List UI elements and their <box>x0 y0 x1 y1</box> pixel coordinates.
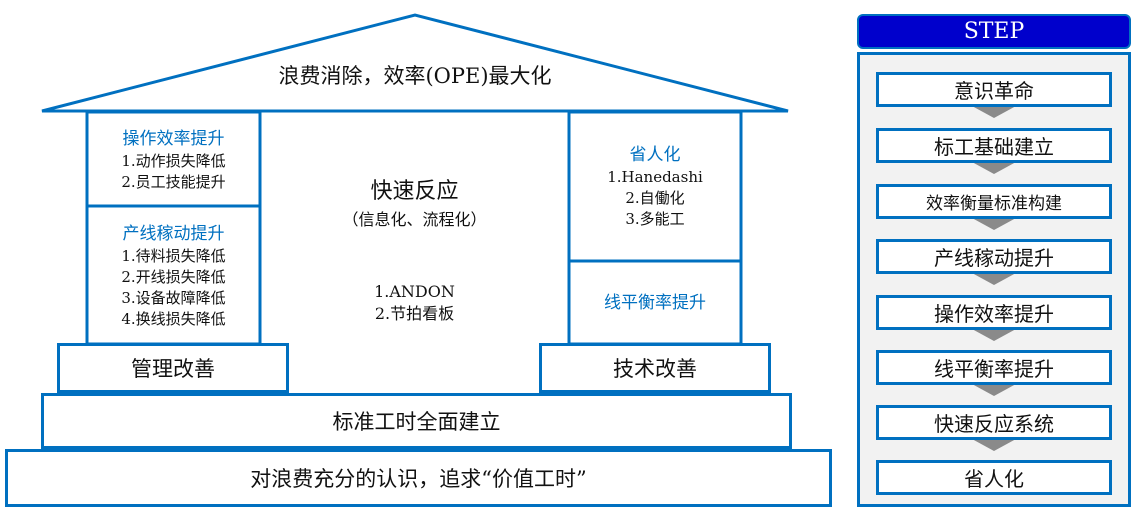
down-arrow-icon <box>972 273 1016 285</box>
right-pillar <box>567 110 743 346</box>
list-item: 1.ANDON <box>374 282 455 301</box>
list-item: 3.多能工 <box>625 210 685 228</box>
left-bottom-section: 产线稼动提升 1.待料损失降低 2.开线损失降低 3.设备故障降低 4.换线损失… <box>87 222 260 330</box>
foundation-layer: 对浪费充分的认识，追求“价值工时” <box>5 449 832 507</box>
left-bottom-title: 产线稼动提升 <box>122 224 225 244</box>
left-pillar <box>85 110 262 346</box>
right-top-section: 省人化 1.Hanedashi 2.自働化 3.多能工 <box>569 143 741 230</box>
step-item: 快速反应系统 <box>876 405 1112 440</box>
center-title: 快速反应 <box>370 179 459 204</box>
step-item: 操作效率提升 <box>876 295 1112 330</box>
step-item: 意识革命 <box>876 72 1112 107</box>
step-item: 省人化 <box>876 460 1112 495</box>
roof-title: 浪费消除，效率(OPE)最大化 <box>278 64 552 88</box>
house-frame <box>41 13 789 346</box>
list-item: 2.开线损失降低 <box>121 268 226 286</box>
down-arrow-icon <box>972 106 1016 118</box>
list-item: 1.待料损失降低 <box>121 247 226 265</box>
list-item: 1.Hanedashi <box>607 168 703 186</box>
list-item: 1.动作损失降低 <box>121 152 226 170</box>
list-item: 2.员工技能提升 <box>121 173 226 191</box>
right-bottom-section: 线平衡率提升 <box>569 291 741 315</box>
roof-shape <box>41 13 789 113</box>
technical-improvement: 技术改善 <box>539 343 771 393</box>
left-top-section: 操作效率提升 1.动作损失降低 2.员工技能提升 <box>87 127 260 193</box>
down-arrow-icon <box>972 439 1016 451</box>
step-item: 产线稼动提升 <box>876 239 1112 274</box>
step-item: 标工基础建立 <box>876 128 1112 163</box>
standard-time-layer: 标准工时全面建立 <box>41 393 792 449</box>
down-arrow-icon <box>972 162 1016 174</box>
step-header: STEP <box>857 14 1131 49</box>
list-item: 3.设备故障降低 <box>121 289 226 307</box>
management-improvement: 管理改善 <box>57 343 289 393</box>
list-item: 4.换线损失降低 <box>121 310 226 328</box>
down-arrow-icon <box>972 384 1016 396</box>
center-list: 1.ANDON 2.节拍看板 <box>262 281 567 325</box>
step-item: 线平衡率提升 <box>876 350 1112 385</box>
down-arrow-icon <box>972 218 1016 230</box>
left-top-title: 操作效率提升 <box>122 129 225 149</box>
list-item: 2.节拍看板 <box>374 304 455 323</box>
step-item: 效率衡量标准构建 <box>876 184 1112 219</box>
center-subtitle: （信息化、流程化） <box>342 210 487 229</box>
down-arrow-icon <box>972 329 1016 341</box>
list-item: 2.自働化 <box>625 189 685 207</box>
right-top-title: 省人化 <box>629 145 681 165</box>
right-bottom-title: 线平衡率提升 <box>604 293 706 313</box>
